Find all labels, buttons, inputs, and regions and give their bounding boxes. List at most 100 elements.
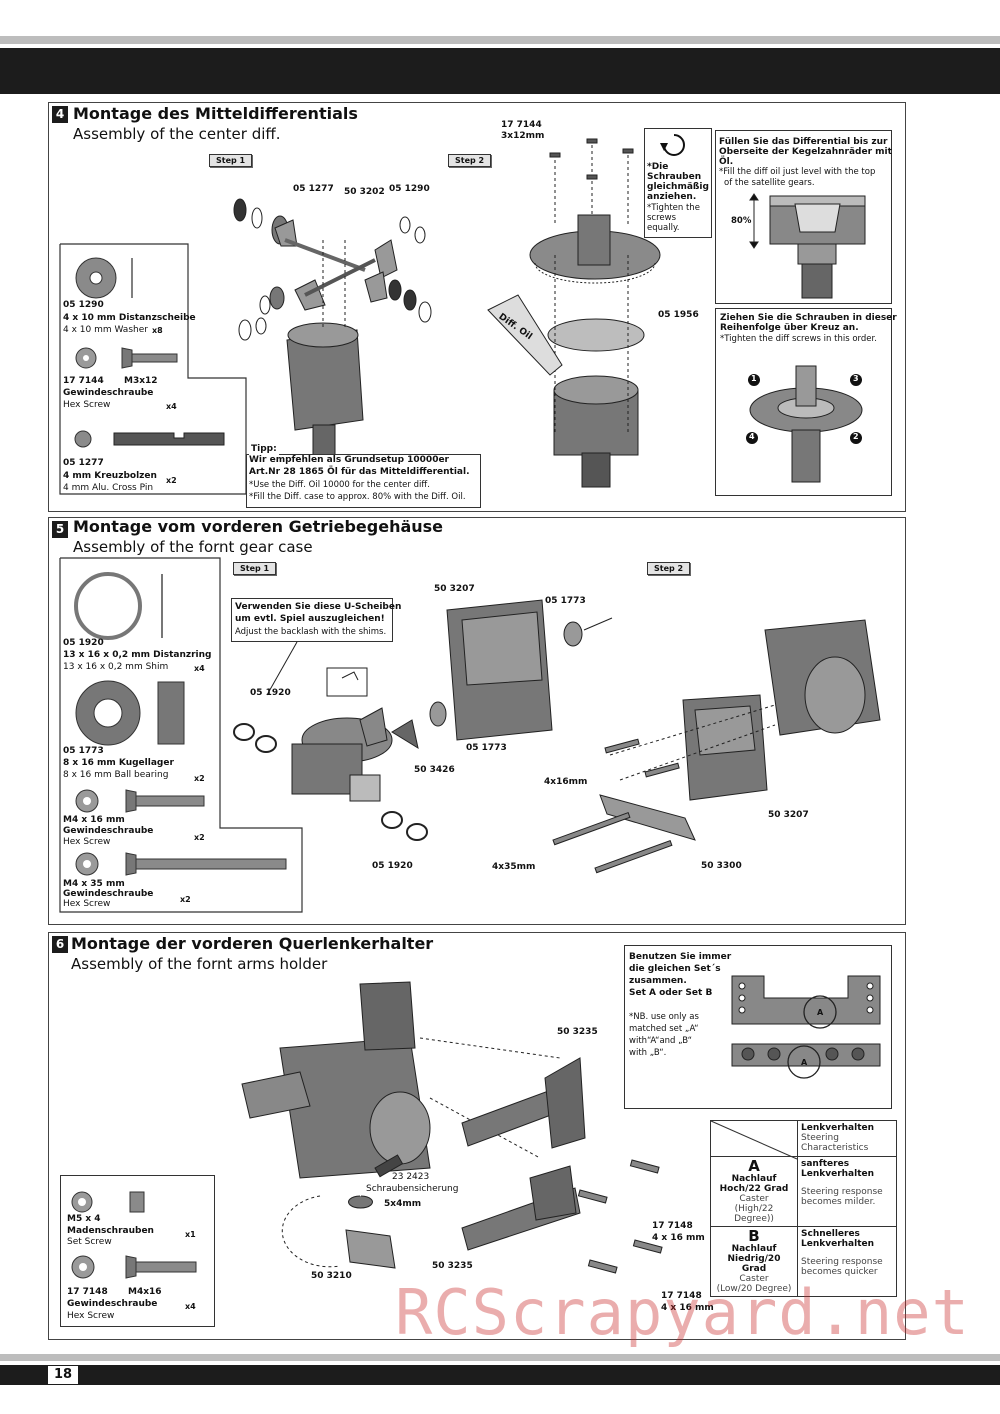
set-note-en4: with „B“. (629, 1048, 667, 1058)
part-17-7148-size: M4x16 (128, 1287, 162, 1297)
steering-table-corner (710, 1120, 798, 1160)
part-m4x35-size: M4 x 35 mm (63, 879, 125, 889)
part-05-1290-qty: x8 (152, 326, 163, 335)
tip-en-line2: *Fill the Diff. case to approx. 80% with… (249, 492, 466, 502)
order-note-de2: Reihenfolge über Kreuz an. (720, 323, 859, 333)
steering-row-b-setting: B Nachlauf Niedrig/20 Grad Caster (Low/2… (710, 1226, 798, 1297)
part-05-1920-qty: x4 (194, 664, 205, 673)
screw-note-box (644, 128, 712, 238)
front-gear-case-step2-drawing (552, 619, 881, 874)
rotate-icon (660, 134, 685, 156)
section-5-number: 5 (52, 521, 68, 538)
header-stripe (0, 36, 1000, 44)
tip-en-line1: *Use the Diff. Oil 10000 for the center … (249, 480, 430, 490)
callout-05-1277: 05 1277 (293, 184, 334, 194)
part-m4x35-qty: x2 (180, 895, 191, 904)
set-tag-a1: A (817, 1008, 824, 1017)
part-17-7148-code: 17 7148 (67, 1287, 108, 1297)
part-05-1920-code: 05 1920 (63, 638, 104, 648)
part-17-7144-name-de: Gewindeschraube (63, 388, 154, 398)
part-m4x16-name-de: Gewindeschraube (63, 826, 154, 836)
center-diff-step2-drawing (487, 138, 661, 488)
screw-note-en3: equally. (647, 223, 680, 233)
cross-pin-icon (74, 430, 225, 448)
part-05-1920-name-de: 13 x 16 x 0,2 mm Distanzring (63, 650, 212, 660)
section-4-title-de: Montage des Mitteldifferentials (73, 104, 358, 123)
part-05-1277-name-en: 4 mm Alu. Cross Pin (63, 483, 154, 493)
callout-50-3202: 50 3202 (344, 187, 385, 197)
section-6-number: 6 (52, 936, 68, 953)
shim-note-de2: um evtl. Spiel auszugleichen! (235, 614, 385, 624)
screw-note-de4: anziehen. (647, 192, 697, 202)
hex-screw-m4x16-s6-icon (71, 1255, 197, 1279)
section-6-title-en: Assembly of the fornt arms holder (71, 955, 328, 973)
page-number: 18 (48, 1366, 79, 1384)
part-05-1773-qty: x2 (194, 774, 205, 783)
tip-heading: Tipp: (249, 444, 279, 455)
screw-note-en1: *Tighten the (647, 203, 700, 213)
steering-row-a-response: sanfteres Lenkverhalten Steering respons… (797, 1156, 897, 1227)
set-note-de4: Set A oder Set B (629, 988, 713, 998)
part-m4x16-size: M4 x 16 mm (63, 815, 125, 825)
front-gear-case-step1-drawing (233, 599, 613, 841)
footer-stripe (0, 1354, 1000, 1361)
set-note-de1: Benutzen Sie immer (629, 952, 732, 962)
screw-note-de2: Schrauben (647, 172, 702, 182)
order-note-en1: *Tighten the diff screws in this order. (720, 334, 877, 344)
order-note-de1: Ziehen Sie die Schrauben in dieser (720, 313, 897, 323)
fill-note-en1: *Fill the diff oil just level with the t… (719, 167, 876, 177)
shim-note-box (231, 598, 393, 642)
callout-17-7144: 17 7144 (501, 120, 542, 130)
callout-17-7148-lower-code: 17 7148 (661, 1291, 702, 1301)
steering-row-a-setting: A Nachlauf Hoch/22 Grad Caster (High/22 … (710, 1156, 798, 1227)
part-m4x35-name-en: Hex Screw (63, 899, 111, 909)
front-arms-holder-drawing (241, 981, 663, 1274)
part-05-1290-code: 05 1290 (63, 300, 104, 310)
part-17-7144-code: 17 7144 (63, 376, 104, 386)
section-4-parts-box-outline (59, 243, 247, 495)
order-num-3: 3 (853, 374, 859, 383)
fill-note-de3: Öl. (719, 157, 734, 167)
callout-05-1920-top: 05 1920 (250, 688, 291, 698)
watermark: RCScrapyard.net (395, 1276, 970, 1349)
set-note-box (624, 945, 892, 1109)
callout-05-1773-right: 05 1773 (545, 596, 586, 606)
callout-05-1773-left: 05 1773 (466, 743, 507, 753)
shim-icon (74, 572, 163, 640)
callout-5x4mm: 5x4mm (384, 1199, 422, 1209)
center-diff-step1-drawing (233, 198, 432, 456)
section-4-number: 4 (52, 106, 68, 123)
tighten-order-gear-drawing (746, 365, 863, 483)
section-5-title-en: Assembly of the fornt gear case (73, 538, 313, 556)
part-05-1277-name-de: 4 mm Kreuzbolzen (63, 471, 157, 481)
part-m5x4-qty: x1 (185, 1230, 196, 1239)
callout-50-3235-bottom: 50 3235 (432, 1261, 473, 1271)
fill-note-de2: Oberseite der Kegelzahnräder mit (719, 147, 892, 157)
callout-3x12mm: 3x12mm (501, 131, 545, 141)
part-m4x35-name-de: Gewindeschraube (63, 889, 154, 899)
shim-note-en1: Adjust the backlash with the shims. (235, 627, 387, 637)
part-05-1277-code: 05 1277 (63, 458, 104, 468)
set-note-de2: die gleichen Set´s (629, 964, 721, 974)
part-17-7144-name-en: Hex Screw (63, 400, 111, 410)
part-m5x4-name-de: Madenschrauben (67, 1226, 154, 1236)
part-05-1773-name-en: 8 x 16 mm Ball bearing (63, 770, 169, 780)
callout-05-1956: 05 1956 (658, 310, 699, 320)
screw-note-de1: *Die (647, 162, 669, 172)
ball-bearing-icon (75, 680, 185, 746)
callout-4x16mm: 4x16mm (544, 777, 588, 787)
callout-17-7148-upper-code: 17 7148 (652, 1221, 693, 1231)
callout-23-2423: 23 2423 (392, 1172, 430, 1182)
steering-row-b-response: Schnelleres Lenkverhalten Steering respo… (797, 1226, 897, 1297)
arm-holder-set-drawing (731, 975, 881, 1079)
steering-table: Lenkverhalten Steering Characteristics A… (710, 1120, 897, 1297)
screw-note-de3: gleichmäßig (647, 182, 709, 192)
section-5-parts-box-outline (59, 557, 303, 913)
callout-schraubensicherung: Schraubensicherung (366, 1184, 459, 1194)
tip-box (246, 454, 481, 508)
callout-05-1290: 05 1290 (389, 184, 430, 194)
callout-50-3300: 50 3300 (701, 861, 742, 871)
washer-large-icon (75, 257, 133, 299)
part-m4x16-name-en: Hex Screw (63, 837, 111, 847)
hex-screw-m4x16-icon (75, 789, 205, 813)
